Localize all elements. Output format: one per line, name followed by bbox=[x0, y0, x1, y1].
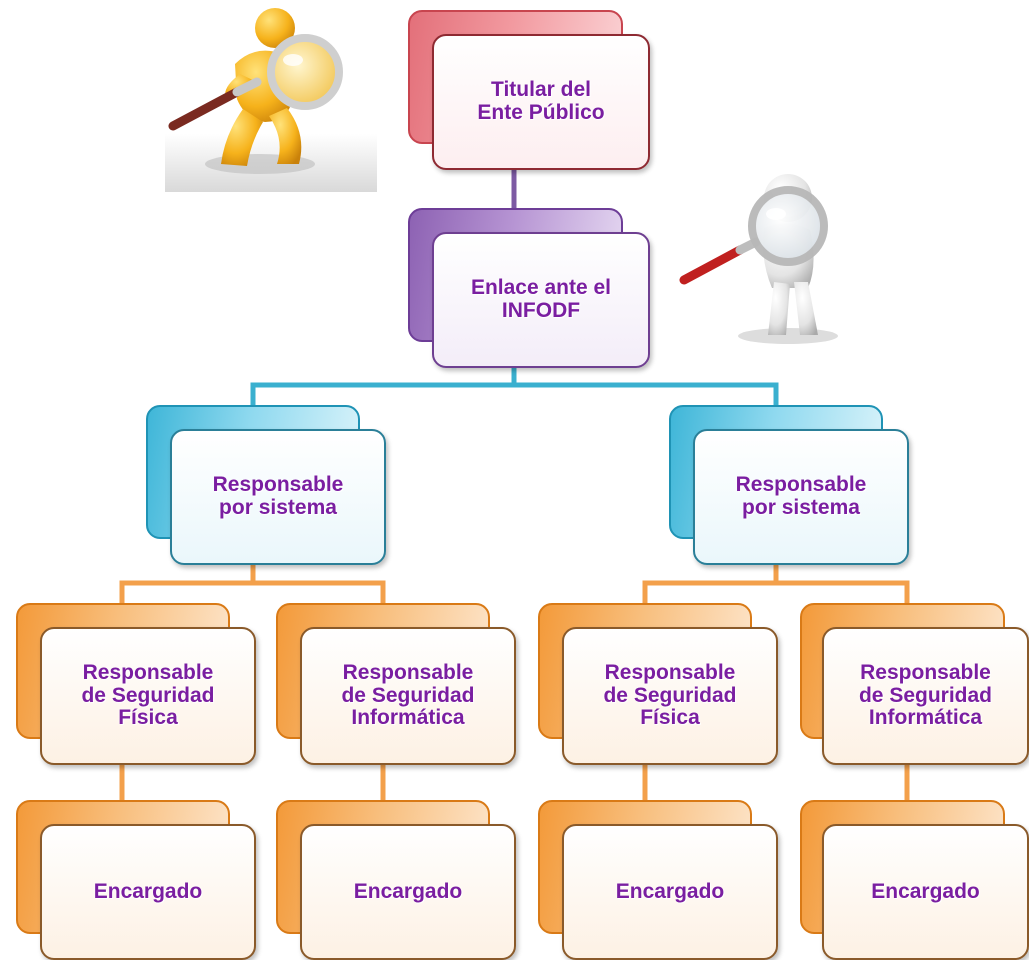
node-seguridad-fisica-right: Responsable de Seguridad Física bbox=[538, 603, 778, 765]
node-enlace-infodf: Enlace ante el INFODF bbox=[408, 208, 650, 368]
node-encargado-4: Encargado bbox=[800, 800, 1029, 960]
white-figure-magnifier-icon bbox=[679, 174, 838, 344]
node-label: Encargado bbox=[353, 879, 463, 903]
connector-enlace-sistemas bbox=[250, 363, 779, 408]
node-label: Responsable por sistema bbox=[212, 473, 344, 519]
node-responsable-sistema-right: Responsable por sistema bbox=[669, 405, 909, 565]
yellow-figure-magnifier-icon bbox=[165, 8, 377, 192]
node-label: Responsable de Seguridad Informática bbox=[858, 660, 993, 730]
node-seguridad-informatica-right: Responsable de Seguridad Informática bbox=[800, 603, 1029, 765]
node-label: Encargado bbox=[93, 879, 203, 903]
node-seguridad-informatica-left: Responsable de Seguridad Informática bbox=[276, 603, 516, 765]
node-label: Encargado bbox=[871, 879, 980, 903]
node-label: Responsable de Seguridad Física bbox=[81, 660, 215, 730]
node-seguridad-fisica-left: Responsable de Seguridad Física bbox=[16, 603, 256, 765]
node-label: Responsable de Seguridad Informática bbox=[341, 660, 475, 730]
node-label: Titular del Ente Público bbox=[477, 78, 605, 124]
connector-sistema-right-responsables bbox=[642, 560, 910, 606]
node-label: Enlace ante el INFODF bbox=[470, 276, 612, 322]
node-label: Responsable por sistema bbox=[735, 473, 867, 519]
node-responsable-sistema-left: Responsable por sistema bbox=[146, 405, 386, 565]
node-label: Encargado bbox=[615, 879, 725, 903]
connector-responsables-encargados bbox=[119, 760, 910, 803]
node-label: Responsable de Seguridad Física bbox=[603, 660, 737, 730]
connector-sistema-left-responsables bbox=[119, 560, 386, 606]
node-encargado-3: Encargado bbox=[538, 800, 778, 960]
node-titular-ente-publico: Titular del Ente Público bbox=[408, 10, 650, 170]
node-encargado-2: Encargado bbox=[276, 800, 516, 960]
node-encargado-1: Encargado bbox=[16, 800, 256, 960]
